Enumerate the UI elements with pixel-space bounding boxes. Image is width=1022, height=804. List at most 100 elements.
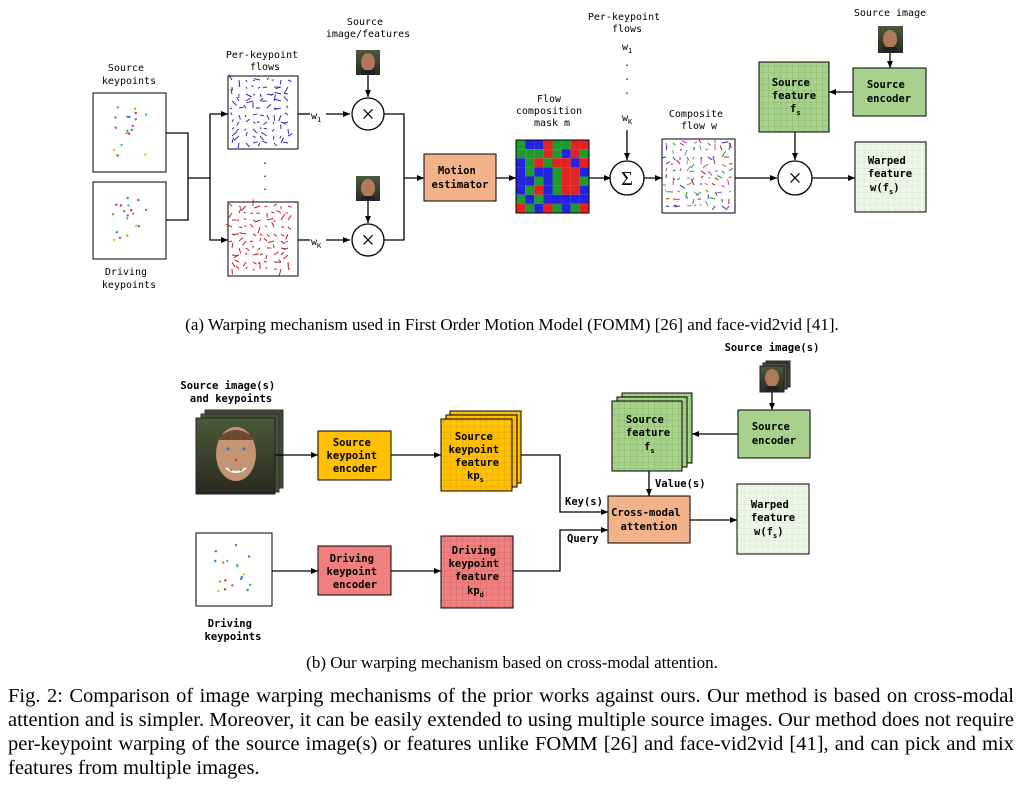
source-kp-feature-label: Source keypoint feature — [449, 431, 506, 469]
keypoint-dot — [137, 198, 140, 202]
keypoint-dot — [126, 115, 129, 119]
flow-vector — [272, 244, 275, 249]
flow-vector — [721, 170, 725, 174]
keypoint-dot — [126, 214, 129, 217]
keypoint-dot — [126, 196, 129, 200]
flow-vector — [252, 135, 256, 139]
mask-cell — [561, 194, 571, 204]
dots-3: . — [262, 182, 268, 193]
flow-vector — [665, 146, 668, 151]
figure-caption: Fig. 2: Comparison of image warping mech… — [8, 685, 1014, 779]
flow-vector — [242, 261, 247, 267]
flow-vector — [677, 177, 681, 181]
flow-composition-mask — [515, 139, 590, 214]
flow-vector — [692, 198, 695, 205]
mask-cell — [525, 185, 535, 195]
flow-vector — [707, 142, 711, 146]
flow-vector — [231, 137, 234, 144]
mask-cell — [543, 140, 553, 150]
flow-vector — [283, 121, 289, 124]
keypoint-dot — [127, 204, 130, 207]
flow-vector — [700, 175, 704, 179]
flow-vector — [243, 211, 247, 214]
flow-vector — [676, 159, 681, 165]
source-face-thumb-1 — [356, 50, 380, 75]
source-kp-feature-symbol: kps — [467, 470, 484, 484]
flow-vector — [228, 74, 233, 81]
mask-cell — [516, 176, 526, 186]
flow-vector — [681, 140, 688, 144]
flow-vector — [679, 168, 682, 172]
flow-vector — [266, 114, 270, 121]
flow-vector — [287, 215, 292, 221]
mask-cell — [570, 203, 580, 214]
mask-cell — [552, 194, 562, 204]
mask-cell — [534, 167, 544, 177]
flow-vector — [257, 261, 261, 265]
mask-cell — [570, 194, 580, 204]
flow-vector — [259, 233, 263, 236]
warped-feature-label: Warped feature — [868, 155, 912, 180]
flow-vector — [252, 121, 256, 124]
driving-keypoints-dots — [111, 196, 148, 242]
arrow-query — [513, 527, 608, 572]
keypoint-dot — [113, 238, 116, 242]
dots-1: . — [262, 156, 268, 167]
label-query: Query — [567, 533, 599, 545]
flow-vector — [672, 204, 678, 207]
source-feature-symbol-b: fs — [644, 441, 655, 455]
mask-cell — [552, 158, 562, 168]
flow-vector — [239, 232, 247, 235]
mask-cell — [516, 158, 526, 168]
keypoint-dot — [226, 559, 229, 563]
mask-cell — [543, 185, 553, 195]
keypoint-dot — [246, 588, 249, 592]
keypoint-dot — [119, 204, 123, 207]
warped-feature-label-b: Warped feature — [751, 499, 795, 524]
mask-cell — [525, 194, 535, 204]
times-icon-1: × — [361, 102, 375, 128]
flow-vector — [238, 237, 244, 242]
flow-vector — [243, 104, 247, 109]
mask-cell — [552, 167, 562, 177]
flow-vector — [283, 247, 289, 251]
flow-vector — [252, 128, 258, 134]
driving-keypoints-dots-b — [214, 543, 252, 593]
mask-cell — [552, 203, 562, 214]
mask-cell — [543, 167, 553, 177]
flow-vector — [707, 170, 713, 176]
flow-vector — [253, 205, 261, 209]
keypoint-dot — [224, 579, 227, 582]
mask-cell — [579, 194, 590, 204]
flow-vector — [233, 254, 240, 258]
source-encoder-box-b — [737, 409, 811, 459]
keypoint-dot — [144, 153, 147, 156]
label-values: Value(s) — [655, 478, 706, 490]
label-per-keypoint-flows: Per-keypoint flows — [226, 50, 304, 73]
flow-vector — [225, 223, 233, 228]
flow-vector — [256, 247, 261, 251]
flow-vector — [672, 177, 676, 181]
flow-vector — [661, 156, 667, 159]
flow-vector — [699, 145, 702, 151]
label-source-keypoints: Source keypoints — [102, 63, 156, 87]
flow-vector — [228, 203, 233, 207]
flow-vector — [236, 96, 240, 102]
flow-vector — [231, 119, 234, 123]
flow-vector — [677, 190, 681, 193]
flow-vector — [262, 140, 268, 144]
sum-icon: Σ — [621, 168, 633, 190]
mask-cell — [561, 203, 571, 214]
flow-vector — [711, 205, 716, 210]
flow-vector — [267, 240, 275, 244]
flow-vector — [243, 128, 247, 131]
flow-vector — [235, 265, 240, 270]
flow-vector — [274, 107, 282, 110]
flow-vector — [254, 219, 261, 223]
keypoint-dot — [137, 225, 141, 228]
flow-vector — [230, 88, 233, 95]
flow-vector — [712, 157, 716, 165]
flow-vector — [714, 177, 719, 181]
flow-1-arrows — [228, 74, 293, 148]
flow-vector — [266, 103, 272, 109]
